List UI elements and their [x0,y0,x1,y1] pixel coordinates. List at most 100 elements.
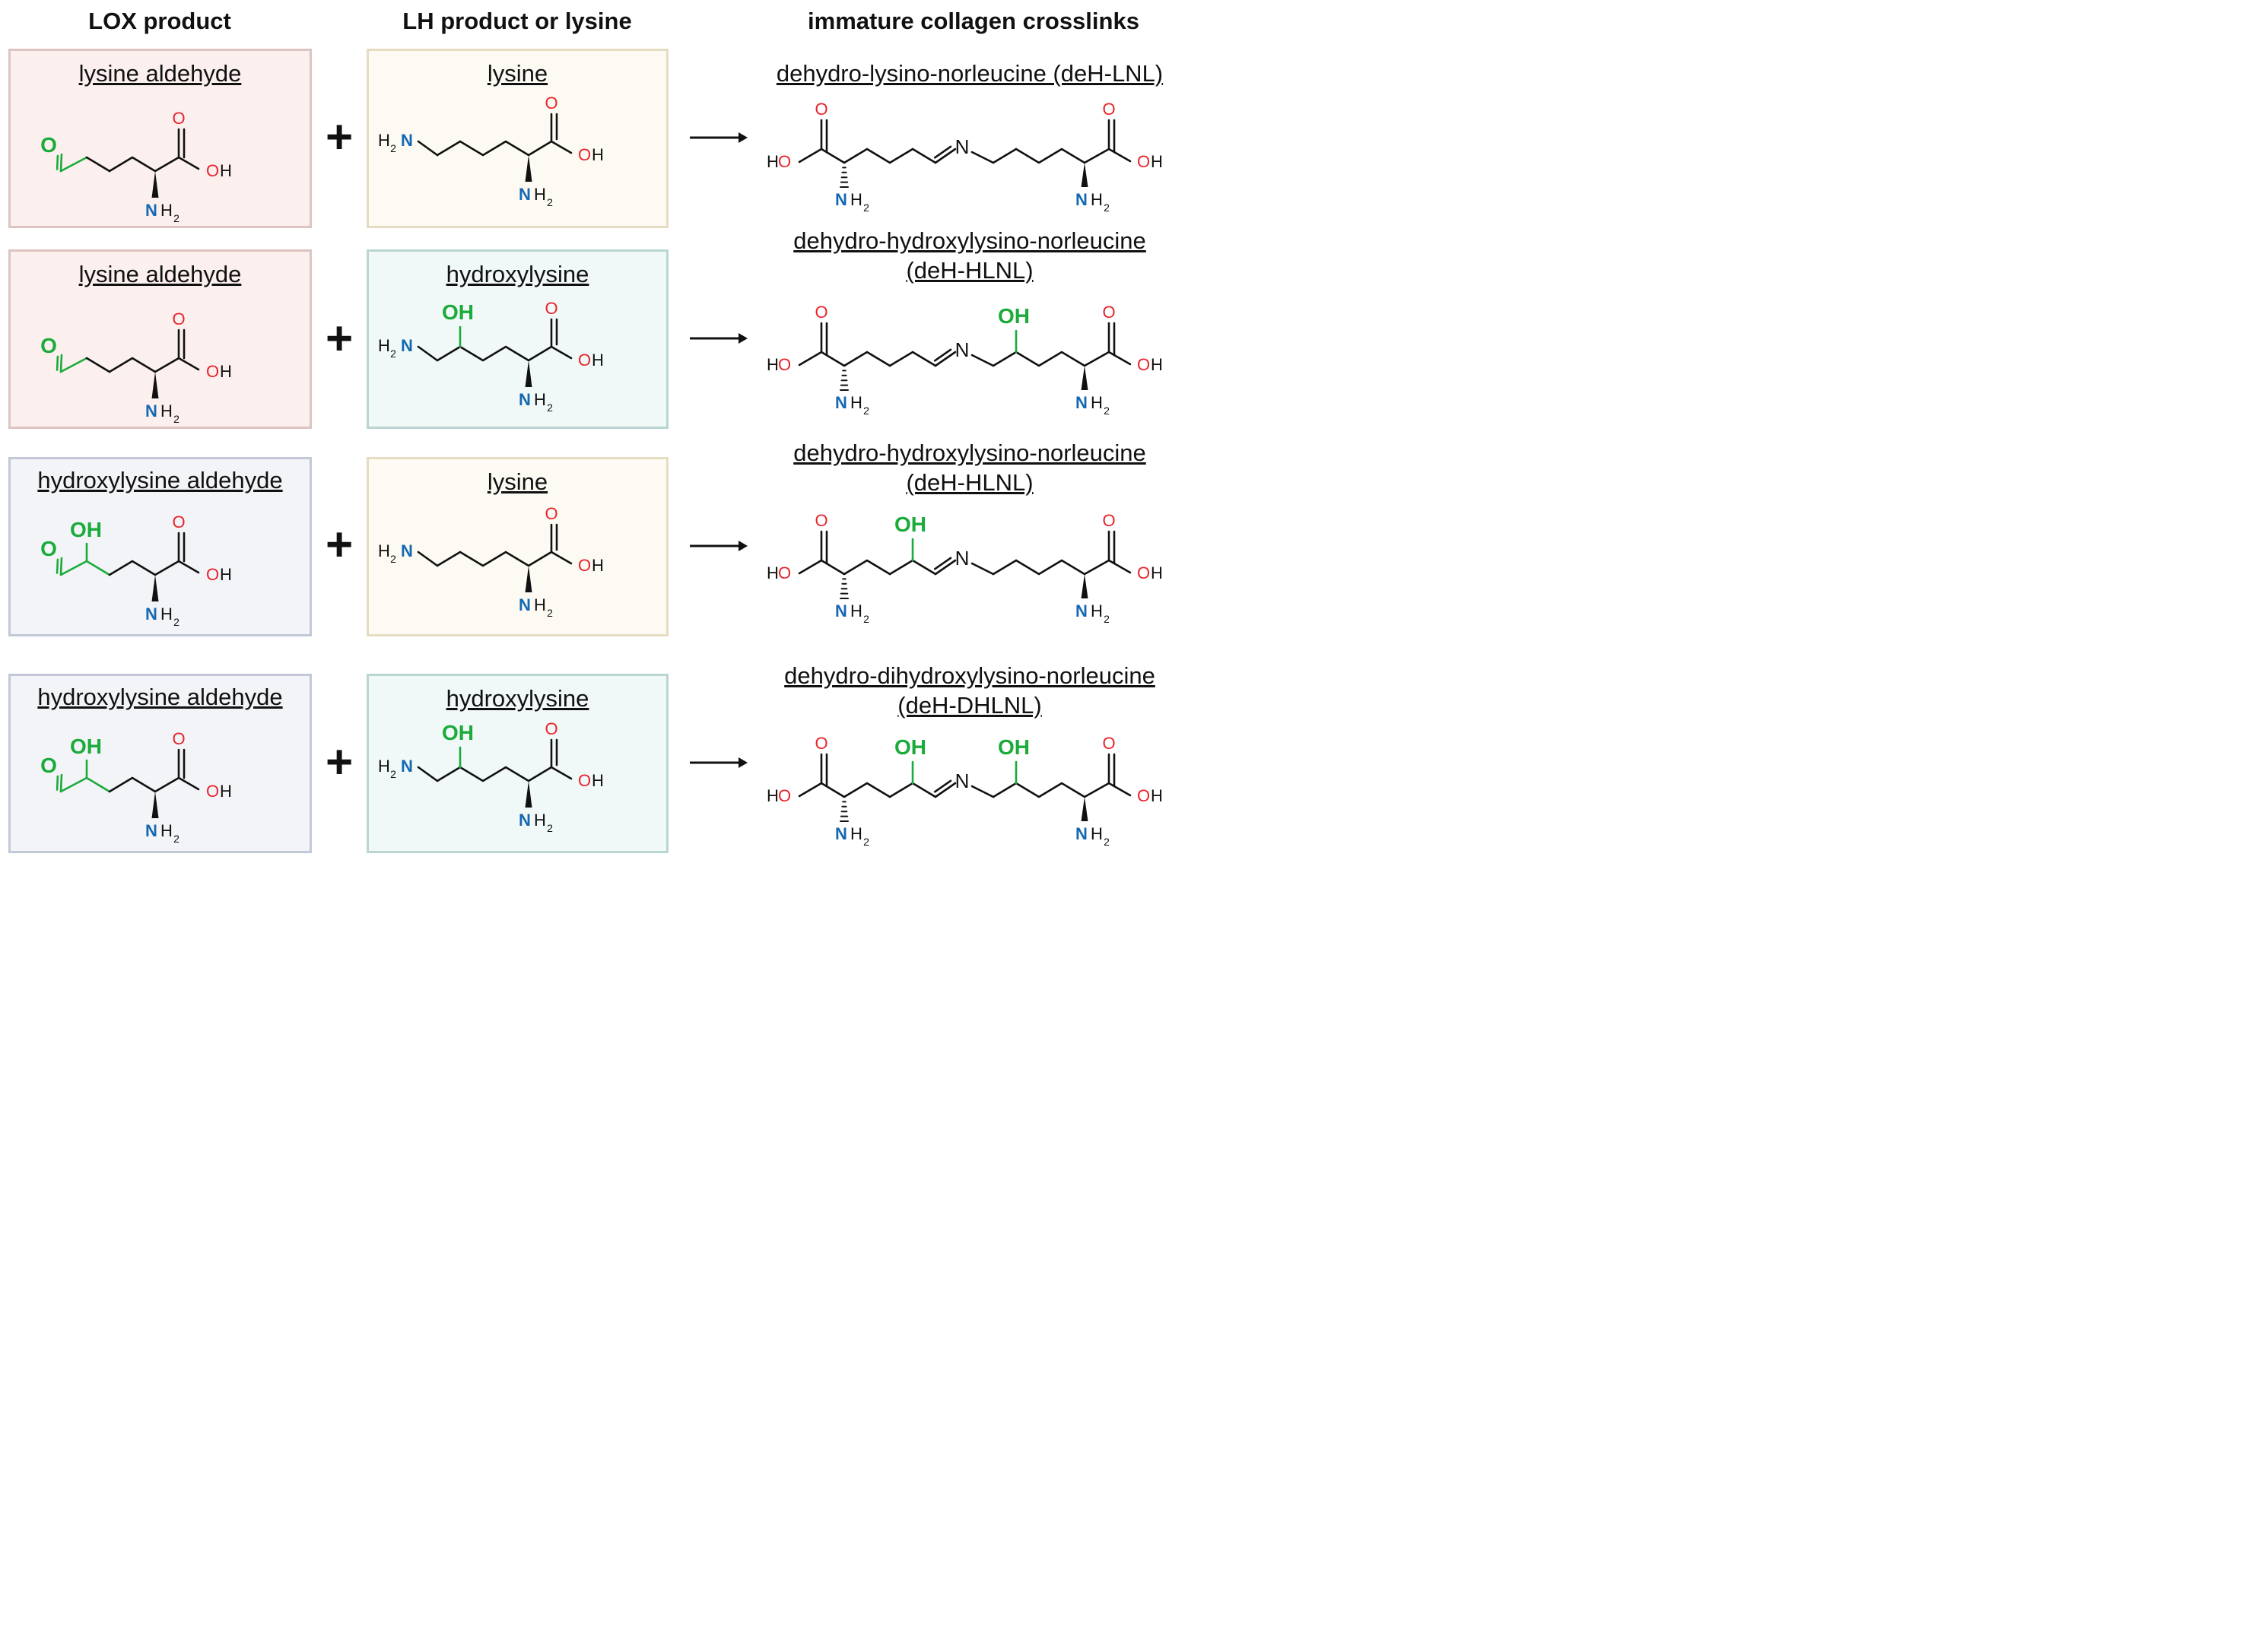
atom-label: OH [998,735,1030,759]
atom-label: N [955,547,970,570]
atom-label: H [378,757,390,776]
atom-label: H [1091,824,1103,843]
atom-label: N [145,401,157,420]
atom-label: O [815,511,827,530]
atom-label: O [545,719,557,738]
atom-label: O [778,563,791,582]
atom-label: O [545,299,557,318]
header-crosslinks: immature collagen crosslinks [808,8,1139,34]
atom-label: O [172,109,185,128]
atom-label: H [220,362,232,381]
atom-label: OH [894,735,926,759]
product-name: dehydro-dihydroxylysino-norleucine (deH-… [784,662,1155,719]
lh-box-row2: hydroxylysine [367,249,669,429]
header-lox: LOX product [88,8,231,34]
atom-label: N [519,185,531,204]
atom-label: O [206,565,219,584]
atom-label: O [172,309,185,328]
atom-label: H [1151,355,1163,374]
atom-label: H [850,824,862,843]
atom-label: O [1102,303,1115,322]
plus-sign: + [326,519,354,571]
header-lh: LH product or lysine [402,8,632,34]
atom-label: N [519,595,531,614]
atom-label: N [145,201,157,220]
atom-label: N [401,131,413,150]
atom-label: N [835,824,847,843]
plus-sign: + [326,736,354,789]
atom-label: N [145,605,157,624]
atom-label: OH [894,513,926,536]
atom-label: N [835,601,847,620]
reaction-arrow [690,333,748,344]
atom-label: H [850,601,862,620]
atom-label: H [160,605,173,624]
atom-label: O [1137,563,1150,582]
lh-name: hydroxylysine [446,261,589,287]
atom-label: N [955,770,970,792]
atom-label: H [767,563,779,582]
atom-label: H [592,145,604,164]
atom-label: O [578,771,591,790]
atom-label: 2 [173,616,179,628]
atom-label: N [1075,824,1088,843]
atom-label: 2 [863,405,869,417]
atom-label: O [1102,100,1115,119]
atom-label: H [1151,786,1163,805]
atom-label: 2 [1104,613,1110,625]
lox-name: hydroxylysine aldehyde [37,684,283,710]
lh-box-row4: hydroxylysine [367,674,669,853]
atom-label: H [534,390,546,409]
atom-label: N [519,811,531,830]
plus-sign: + [326,111,354,163]
lh-name: lysine [487,60,548,87]
lox-box-row4: hydroxylysine aldehyde [8,674,312,853]
lh-name: hydroxylysine [446,685,589,712]
reaction-arrow [690,132,748,143]
atom-label: H [767,152,779,171]
atom-label: H [850,190,862,209]
atom-label: 2 [173,413,179,425]
atom-label: H [160,821,173,840]
atom-label: 2 [547,196,553,208]
atom-label: N [955,135,970,158]
atom-label: H [534,811,546,830]
atom-label: H [592,556,604,575]
atom-label: H [592,351,604,370]
atom-label: 2 [1104,836,1110,848]
atom-label: 2 [1104,405,1110,417]
atom-label: 2 [173,833,179,845]
atom-label: N [835,190,847,209]
atom-label: O [1137,152,1150,171]
atom-label: O [778,152,791,171]
atom-label: O [206,782,219,801]
atom-label: OH [998,304,1030,328]
atom-label: H [160,401,173,420]
atom-label: O [1137,786,1150,805]
atom-label: O [40,334,57,357]
atom-label: H [378,336,390,355]
atom-label: 2 [547,401,553,414]
lh-box-row1: lysine [367,49,669,228]
atom-label: 2 [863,202,869,214]
atom-label: 2 [863,836,869,848]
atom-label: O [40,133,57,157]
lh-box-row3: lysine [367,457,669,636]
atom-label: O [578,351,591,370]
reaction-arrow [690,757,748,768]
atom-label: O [578,145,591,164]
atom-label: H [1091,190,1103,209]
atom-label: O [815,100,827,119]
atom-label: H [850,393,862,412]
atom-label: O [40,537,57,560]
atom-label: H [767,786,779,805]
lh-name: lysine [487,468,548,495]
